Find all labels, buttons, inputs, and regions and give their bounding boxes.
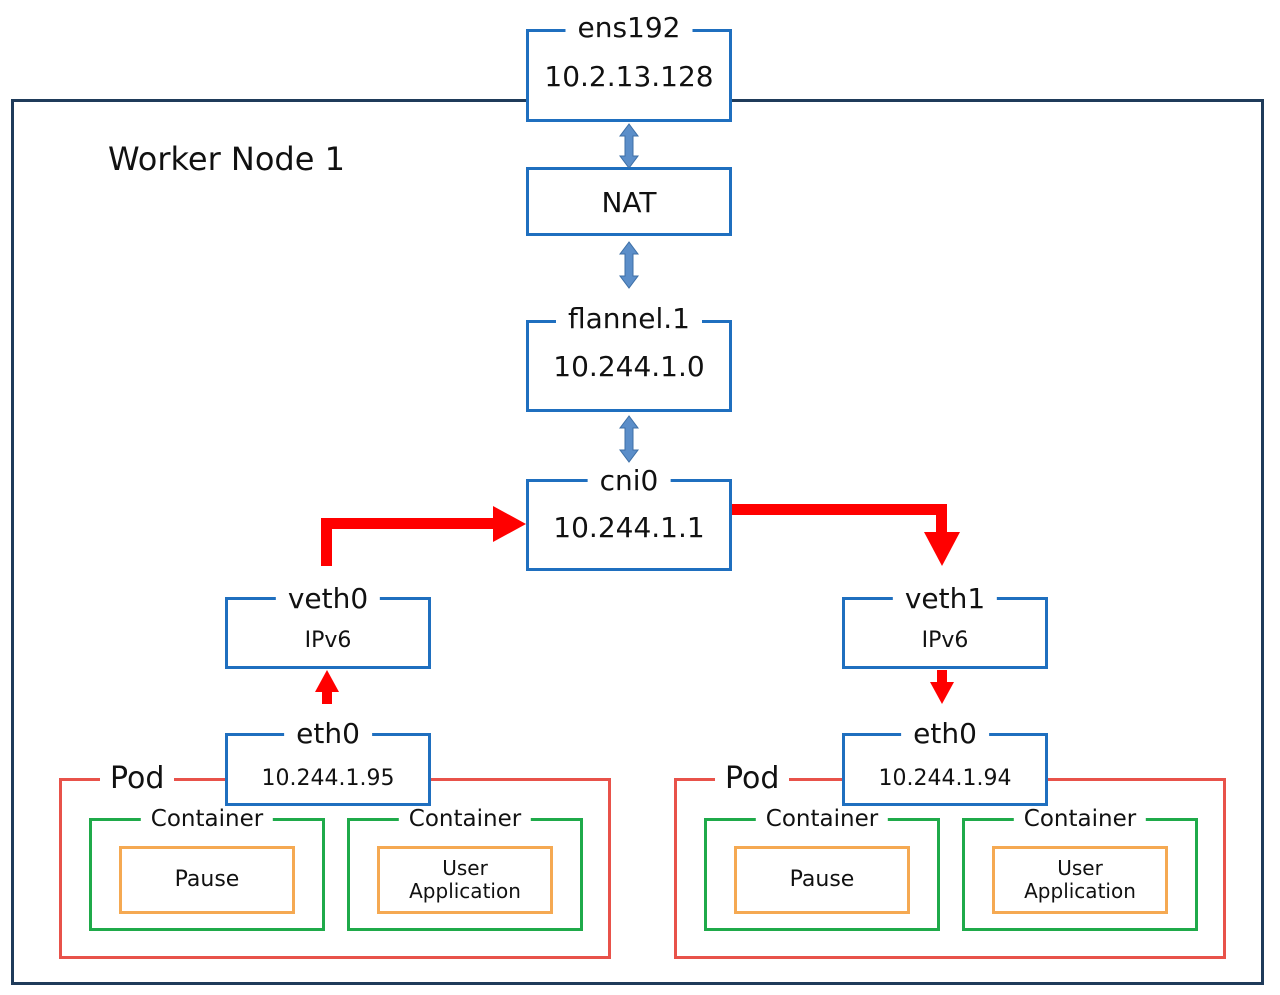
ens192-label: ens192 <box>565 14 693 42</box>
eth0-left-label: eth0 <box>284 720 372 748</box>
flannel-label: flannel.1 <box>555 305 703 333</box>
cni0-interface: cni0 10.244.1.1 <box>526 467 732 571</box>
user-application-right: User Application <box>992 846 1168 914</box>
user-application-left: User Application <box>377 846 553 914</box>
eth0-right-interface: eth0 10.244.1.94 <box>842 720 1048 806</box>
user-application-line2: Application <box>1024 879 1136 903</box>
nat-box: NAT <box>526 167 732 236</box>
veth1-label: veth1 <box>892 585 998 613</box>
eth0-right-label: eth0 <box>901 720 989 748</box>
user-application-line1: User <box>1057 856 1103 880</box>
pod-left-label: Pod <box>100 764 175 794</box>
pause-app-left: Pause <box>119 846 295 914</box>
container-pause-right: Container <box>704 808 940 931</box>
container-user-app-right: Container <box>962 808 1198 931</box>
veth0-ip: IPv6 <box>304 628 352 653</box>
worker-node-title: Worker Node 1 <box>108 140 345 178</box>
container-label: Container <box>140 808 274 831</box>
eth0-left-interface: eth0 10.244.1.95 <box>225 720 431 806</box>
user-application-line2: Application <box>409 879 521 903</box>
user-application-label: User Application <box>409 857 521 903</box>
veth1-interface: veth1 IPv6 <box>842 585 1048 669</box>
veth0-interface: veth0 IPv6 <box>225 585 431 669</box>
container-label: Container <box>755 808 889 831</box>
cni0-ip: 10.244.1.1 <box>553 511 705 544</box>
container-pause-left: Container <box>89 808 325 931</box>
container-label: Container <box>398 808 532 831</box>
eth0-right-ip: 10.244.1.94 <box>878 766 1012 791</box>
ens192-ip: 10.2.13.128 <box>544 60 714 93</box>
container-label: Container <box>1013 808 1147 831</box>
ens192-interface: ens192 10.2.13.128 <box>526 14 732 122</box>
nat-label: NAT <box>601 186 657 219</box>
flannel-ip: 10.244.1.0 <box>553 350 705 383</box>
container-user-app-left: Container <box>347 808 583 931</box>
user-application-line1: User <box>442 856 488 880</box>
pause-label: Pause <box>174 867 240 893</box>
eth0-left-ip: 10.244.1.95 <box>261 766 395 791</box>
pod-right-label: Pod <box>715 764 790 794</box>
flannel-interface: flannel.1 10.244.1.0 <box>526 305 732 412</box>
pause-app-right: Pause <box>734 846 910 914</box>
cni0-label: cni0 <box>587 467 671 495</box>
veth1-ip: IPv6 <box>921 628 969 653</box>
user-application-label: User Application <box>1024 857 1136 903</box>
pause-label: Pause <box>789 867 855 893</box>
veth0-label: veth0 <box>275 585 381 613</box>
